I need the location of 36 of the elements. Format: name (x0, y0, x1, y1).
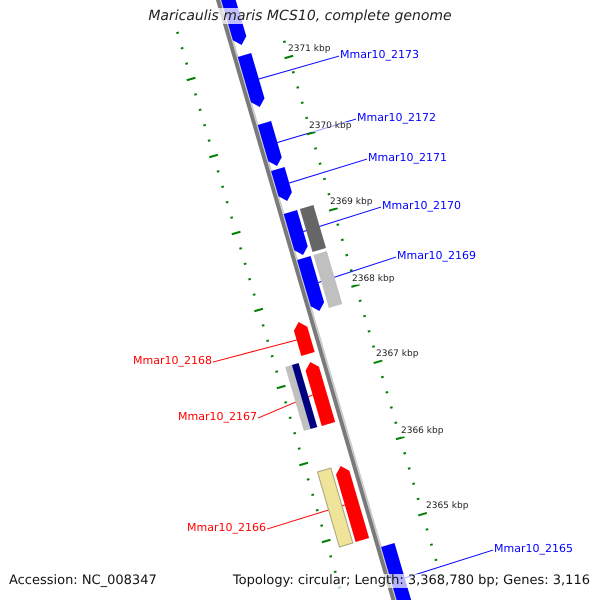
gene-bar (285, 365, 311, 431)
gene-bar (292, 363, 318, 429)
footer-text: Accession: NC_008347 (9, 574, 157, 588)
gene-label: Mmar10_2167 (178, 411, 257, 424)
scale-label: 2371 kbp (288, 45, 330, 55)
scale-label: 2368 kbp (352, 275, 394, 285)
gene-feature (238, 53, 264, 107)
gene-bar (300, 205, 326, 252)
leader-line (288, 158, 368, 184)
gene-label: Mmar10_2171 (368, 152, 447, 164)
gene-label: Mmar10_2168 (133, 355, 212, 368)
scale-label: 2367 kbp (376, 350, 418, 360)
gene-label: Mmar10_2166 (187, 522, 266, 534)
gene-feature (297, 256, 324, 311)
gene-feature (336, 466, 370, 542)
gene-bar (313, 251, 342, 308)
gene-label: Mmar10_2165 (494, 543, 573, 556)
gene-label: Mmar10_2172 (357, 112, 436, 124)
gene-feature (294, 322, 315, 356)
leader-line (276, 118, 356, 144)
scale-label: 2369 kbp (330, 198, 372, 208)
gene-feature (306, 362, 336, 426)
scale-label: 2365 kbp (426, 502, 468, 512)
gene-feature (258, 121, 282, 166)
scale-label: 2366 kbp (401, 427, 444, 437)
gene-bar (316, 467, 354, 548)
gene-feature (271, 167, 292, 201)
leader-line (258, 56, 340, 80)
leader-line (212, 339, 298, 363)
footer-text: Topology: circular; Length: 3,368,780 bp; Genes: 3,116 (232, 574, 590, 588)
title-text: Maricaulis maris MCS10, complete genome (148, 8, 452, 24)
gene-label: Mmar10_2173 (340, 49, 419, 62)
scale-label: 2370 kbp (309, 122, 352, 132)
gene-label: Mmar10_2170 (382, 200, 461, 212)
gene-label: Mmar10_2169 (397, 250, 476, 262)
gene-feature (284, 210, 308, 255)
